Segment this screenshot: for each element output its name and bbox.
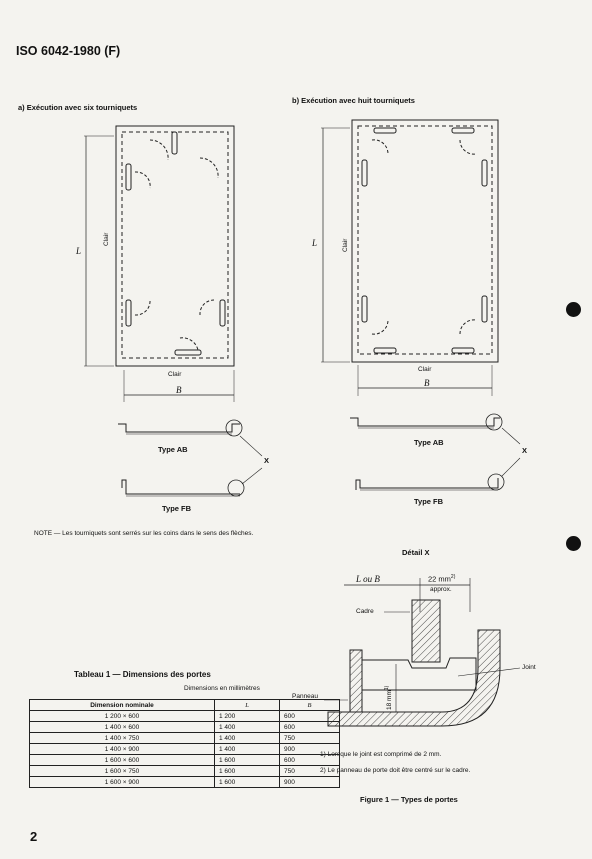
table-cell: 1 400 xyxy=(214,743,280,755)
detail-approx: approx. xyxy=(430,586,452,593)
dimensions-table: Dimension nominale L B 1 200 × 600 1 200… xyxy=(29,699,340,788)
dim-b-a: B xyxy=(176,385,182,395)
table-row: 1 600 × 900 1 600 900 xyxy=(29,776,340,788)
type-fb-left: Type FB xyxy=(162,504,192,513)
detail-joint: Joint xyxy=(522,664,536,671)
section-b-title: b) Exécution avec huit tourniquets xyxy=(292,96,415,105)
table-row: 1 600 × 600 1 600 600 xyxy=(29,754,340,766)
door-drawing-b xyxy=(321,119,499,396)
figure-caption: Figure 1 — Types de portes xyxy=(360,795,458,804)
table-cell: 1 600 × 750 xyxy=(29,765,215,777)
detail-l-ou-b: L ou B xyxy=(356,574,380,584)
table-cell: 1 200 × 600 xyxy=(29,710,215,722)
dim-b-b: B xyxy=(424,378,430,388)
detail-x-drawing xyxy=(324,578,521,727)
table-cell: 1 400 xyxy=(214,721,280,733)
table-header: B xyxy=(279,699,340,711)
table-row: 1 600 × 750 1 600 750 xyxy=(29,765,340,777)
detail-dim-18: 18 mm1) xyxy=(384,685,394,710)
table-cell: 1 400 × 750 xyxy=(29,732,215,744)
table-cell: 600 xyxy=(279,754,340,766)
note-text: NOTE — Les tourniquets sont serrés sur l… xyxy=(34,530,254,537)
detail-cadre: Cadre xyxy=(356,608,374,615)
detail-panneau: Panneau xyxy=(292,693,319,700)
detail-dim-22: 22 mm2) xyxy=(428,574,456,584)
table-cell: 1 200 xyxy=(214,710,280,722)
marker-x-left: X xyxy=(264,456,270,465)
page-number: 2 xyxy=(30,829,38,844)
detail-title: Détail X xyxy=(402,548,430,557)
table-cell: 900 xyxy=(279,743,340,755)
clair-horizontal-a: Clair xyxy=(168,371,182,378)
table-cell: 750 xyxy=(279,765,340,777)
clair-vertical-b: Clair xyxy=(342,238,349,252)
table-row: 1 400 × 600 1 400 600 xyxy=(29,721,340,733)
table-header: L xyxy=(214,699,280,711)
table-cell: 1 400 xyxy=(214,732,280,744)
table-cell: 750 xyxy=(279,732,340,744)
table-cell: 1 600 xyxy=(214,754,280,766)
table-row: 1 400 × 750 1 400 750 xyxy=(29,732,340,744)
punch-hole xyxy=(566,536,581,551)
table-row: 1 400 × 900 1 400 900 xyxy=(29,743,340,755)
table-title: Tableau 1 — Dimensions des portes xyxy=(74,670,211,679)
table-cell: 1 600 × 600 xyxy=(29,754,215,766)
table-row: 1 200 × 600 1 200 600 xyxy=(29,710,340,722)
table-unit: Dimensions en millimètres xyxy=(184,685,260,692)
section-a-title: a) Exécution avec six tourniquets xyxy=(18,103,138,112)
clair-horizontal-b: Clair xyxy=(418,366,432,373)
type-ab-right: Type AB xyxy=(414,438,444,447)
footnote-2: 2) Le panneau de porte doit être centré … xyxy=(320,767,471,774)
table-cell: 1 400 × 600 xyxy=(29,721,215,733)
table-cell: 900 xyxy=(279,776,340,788)
table-header: Dimension nominale xyxy=(29,699,215,711)
footnote-1: 1) Lorsque le joint est comprimé de 2 mm… xyxy=(320,751,442,758)
clair-vertical-a: Clair xyxy=(103,232,110,246)
table-cell: 600 xyxy=(279,721,340,733)
table-cell: 1 400 × 900 xyxy=(29,743,215,755)
marker-x-right: X xyxy=(522,446,528,455)
profiles-right xyxy=(350,413,521,491)
table-cell: 1 600 xyxy=(214,765,280,777)
table-cell: 1 600 xyxy=(214,776,280,788)
type-ab-left: Type AB xyxy=(158,445,188,454)
door-drawing-a xyxy=(84,125,235,402)
punch-hole xyxy=(566,302,581,317)
dim-l-b: L xyxy=(312,238,318,248)
page-header: ISO 6042-1980 (F) xyxy=(16,44,121,58)
profiles-left xyxy=(118,419,263,497)
table-header-row: Dimension nominale L B xyxy=(29,699,340,711)
dim-l-a: L xyxy=(76,246,82,256)
table-cell: 600 xyxy=(279,710,340,722)
table-cell: 1 600 × 900 xyxy=(29,776,215,788)
type-fb-right: Type FB xyxy=(414,497,444,506)
